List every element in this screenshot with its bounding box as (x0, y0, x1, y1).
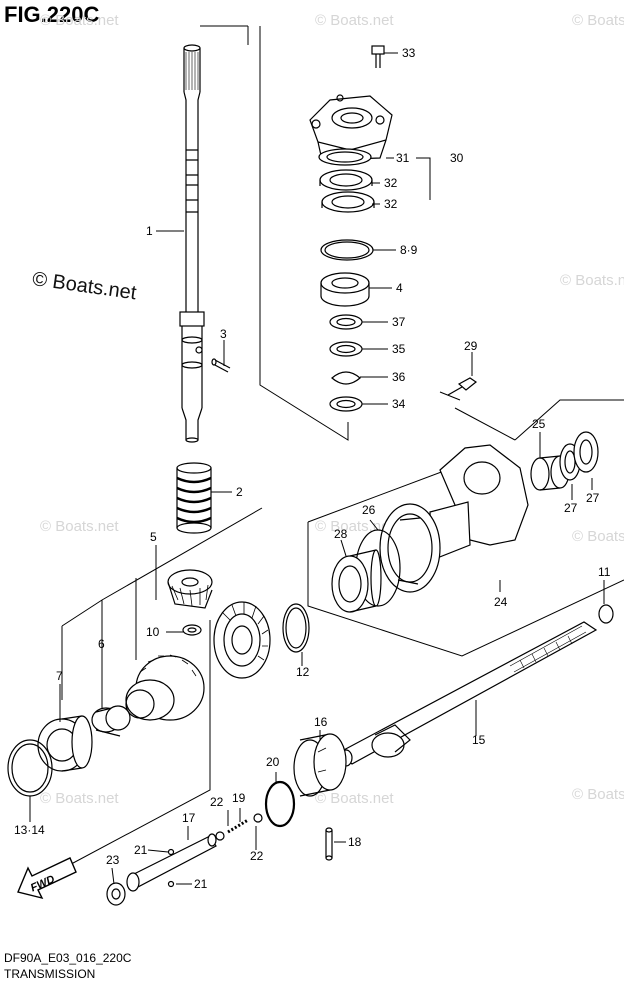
callout-27-right: 27 (586, 491, 600, 505)
diagram-code: DF90A_E03_016_220C (4, 951, 132, 965)
callout-12: 12 (296, 665, 310, 679)
spacer (182, 624, 202, 636)
clutch-dog (293, 733, 347, 797)
propeller-shaft (339, 621, 598, 767)
figure-title: FIG.220C (4, 2, 100, 27)
bolt (371, 45, 385, 68)
callout-6: 6 (98, 637, 105, 651)
callout-22: 22 (210, 795, 224, 809)
callout-2: 2 (236, 485, 243, 499)
group-outline (59, 507, 263, 871)
watermark: © Boats.net (572, 786, 624, 803)
prop-shaft-housing (379, 444, 529, 593)
callout-22-lower: 22 (250, 849, 264, 863)
callout-25: 25 (532, 417, 546, 431)
section-name: TRANSMISSION (4, 967, 96, 981)
callout-29: 29 (464, 339, 478, 353)
snap-ring (598, 604, 614, 624)
watermark: © Boats.net (315, 12, 394, 29)
callout-17: 17 (182, 811, 196, 825)
watermark: © Boats.net (40, 518, 119, 535)
spring-sleeve (176, 462, 212, 534)
bearing-housing (309, 94, 393, 161)
pin (167, 880, 175, 888)
clutch-spring (264, 780, 296, 828)
bearing (37, 715, 93, 772)
callout-26: 26 (362, 503, 376, 517)
callout-32-lower: 32 (384, 197, 398, 211)
callout-11: 11 (598, 565, 611, 579)
watermark: © Boats.net (572, 12, 624, 29)
oil-seal (321, 191, 375, 213)
forward-gear (125, 654, 205, 721)
fwd-arrow-icon (17, 857, 77, 900)
needle-bearing (91, 705, 131, 737)
callout-1: 1 (146, 224, 153, 238)
shim (329, 396, 363, 412)
bearing (320, 272, 370, 307)
callout-27: 27 (564, 501, 578, 515)
callout-20: 20 (266, 755, 280, 769)
callout-35: 35 (392, 342, 406, 356)
pin (167, 848, 175, 856)
drive-shaft (179, 44, 205, 443)
callout-19: 19 (232, 791, 246, 805)
bolt (447, 377, 478, 396)
thrust-washer (331, 371, 361, 385)
ball (253, 813, 263, 823)
detent-spring (227, 818, 249, 834)
oil-seal (318, 148, 372, 166)
pin (211, 358, 231, 373)
pin (325, 827, 333, 861)
leader-lines (29, 52, 605, 885)
callout-36: 36 (392, 370, 406, 384)
pinion-gear (167, 569, 213, 609)
shim (7, 739, 53, 797)
callout-3: 3 (220, 327, 227, 341)
callout-24: 24 (494, 595, 508, 609)
watermark: © Boats.net (40, 12, 119, 29)
callout-21: 21 (134, 843, 148, 857)
callout-10: 10 (146, 625, 160, 639)
callout-30: 30 (450, 151, 464, 165)
watermark: © Boats.net (40, 790, 119, 807)
reverse-gear (213, 601, 271, 679)
shim (329, 314, 363, 330)
callout-32: 32 (384, 176, 398, 190)
o-ring (320, 239, 374, 261)
callout-37: 37 (392, 315, 406, 329)
shift-rod (126, 833, 217, 892)
callout-4: 4 (396, 281, 403, 295)
washer (106, 882, 126, 906)
callout-21-lower: 21 (194, 877, 208, 891)
callout-33: 33 (402, 46, 416, 60)
oil-seal (573, 431, 599, 473)
shim (282, 603, 310, 653)
callout-7: 7 (56, 669, 63, 683)
callout-23: 23 (106, 853, 120, 867)
callout-28: 28 (334, 527, 348, 541)
ball (215, 831, 225, 841)
bearing (331, 549, 382, 613)
callout-31: 31 (396, 151, 410, 165)
group-outline (307, 391, 624, 657)
shim (329, 341, 363, 357)
callout-34: 34 (392, 397, 406, 411)
watermark: © Boats.net (315, 790, 394, 807)
callout-8-9: 8·9 (400, 243, 418, 257)
callout-15: 15 (472, 733, 486, 747)
callout-13-14: 13·14 (14, 823, 45, 837)
watermark: © Boats.net (572, 528, 624, 545)
callout-5: 5 (150, 530, 157, 544)
watermark: © Boats.net (560, 272, 624, 289)
oil-seal (319, 169, 373, 191)
callout-16: 16 (314, 715, 328, 729)
callout-18: 18 (348, 835, 362, 849)
